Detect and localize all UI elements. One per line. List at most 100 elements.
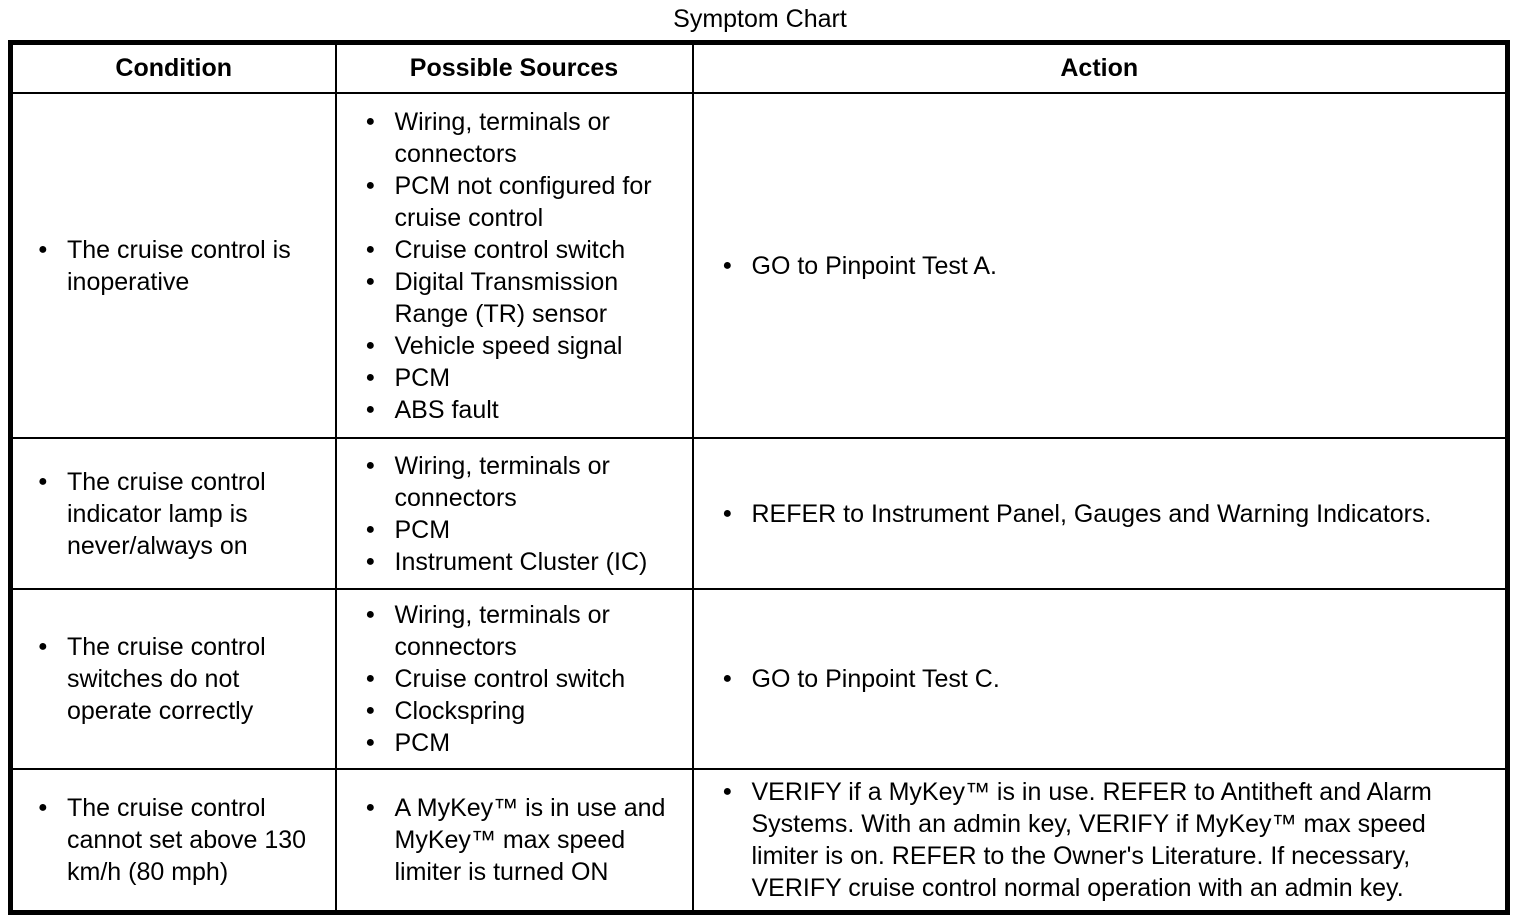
bullet-item-text: Wiring, terminals or connectors — [394, 451, 610, 512]
bullet-list: ● A MyKey™ is in use and MyKey™ max speed… — [365, 792, 679, 888]
bullet-item: ●Cruise control switch — [365, 663, 679, 695]
bullet-icon: ● — [38, 240, 48, 258]
bullet-item: ● REFER to Instrument Panel, Gauges and W… — [722, 498, 1458, 530]
condition-cell: ● The cruise control indicator lamp is ne… — [9, 437, 337, 590]
bullet-item: ● A MyKey™ is in use and MyKey™ max speed… — [365, 792, 679, 888]
condition-cell: ● The cruise control switches do not oper… — [9, 588, 337, 770]
bullet-item-text: The cruise control indicator lamp is nev… — [67, 467, 266, 560]
bullet-icon: ● — [38, 638, 48, 655]
bullet-item-text: Cruise control switch — [394, 665, 626, 693]
column-header-condition: Condition — [9, 41, 337, 94]
bullet-list: ● GO to Pinpoint Test A. — [722, 250, 1458, 282]
possible-sources-cell: ● Wiring, terminals or connectors ● PCM ● Ins… — [334, 437, 694, 590]
bullet-item-text: GO to Pinpoint Test C. — [751, 665, 1000, 693]
bullet-icon: ● — [722, 670, 733, 687]
bullet-list: ● REFER to Instrument Panel, Gauges and W… — [722, 498, 1458, 530]
bullet-list: ● The cruise control indicator lamp is ne… — [37, 466, 313, 562]
bullet-list: ● The cruise control is inoperative — [37, 234, 313, 298]
bullet-icon: ● — [365, 112, 376, 130]
bullet-item-text: Vehicle speed signal — [394, 331, 623, 360]
bullet-item: ● PCM — [365, 514, 679, 546]
action-cell: ● GO to Pinpoint Test A. — [691, 92, 1509, 439]
bullet-item: ● VERIFY if a MyKey™ is in use. REFER to … — [722, 776, 1458, 904]
column-header-action: Action — [691, 41, 1509, 94]
bullet-item: ● Cruise control switch — [365, 234, 679, 266]
bullet-item-text: ABS fault — [394, 395, 499, 424]
action-cell: ● GO to Pinpoint Test C. — [691, 588, 1509, 770]
possible-sources-cell: ●Wiring, terminals or connectors●Cruise … — [334, 588, 694, 770]
bullet-list: ● The cruise control switches do not oper… — [37, 631, 313, 727]
bullet-icon: ● — [365, 456, 376, 474]
bullet-item-text: PCM not configured for cruise control — [394, 171, 652, 232]
bullet-item: ● Wiring, terminals or connectors — [365, 450, 679, 514]
table-header-row: Condition Possible Sources Action — [9, 41, 1509, 94]
bullet-icon: ● — [38, 799, 48, 816]
bullet-item: ● Wiring, terminals or connectors — [365, 106, 679, 170]
bullet-item-text: The cruise control is inoperative — [67, 235, 291, 296]
bullet-item: ● PCM — [365, 362, 679, 394]
bullet-item: ● Wiring, terminals or connectors — [365, 599, 679, 663]
page-title: Symptom Chart — [673, 5, 847, 33]
possible-sources-cell: ● A MyKey™ is in use and MyKey™ max speed… — [334, 768, 694, 914]
bullet-icon: ● — [365, 606, 376, 623]
bullet-item-text: Wiring, terminals or connectors — [394, 107, 610, 168]
bullet-icon: ● — [365, 702, 376, 719]
table-row: ● The cruise control indicator lamp is ne… — [9, 437, 1509, 590]
bullet-item: ● The cruise control switches do not oper… — [37, 631, 313, 727]
bullet-icon: ● — [365, 400, 376, 418]
bullet-item: ● Vehicle speed signal — [365, 330, 679, 362]
bullet-item: ● GO to Pinpoint Test A. — [722, 250, 1458, 282]
bullet-icon: ● — [365, 176, 376, 194]
bullet-list: ● Wiring, terminals or connectors ● PCM ● Ins… — [365, 450, 679, 578]
table-row: ● The cruise control is inoperative ● Wirin… — [9, 92, 1509, 439]
column-header-possible-sources: Possible Sources — [334, 41, 694, 94]
bullet-item-text: PCM — [394, 515, 451, 544]
bullet-item: ● PCM not configured for cruise control — [365, 170, 679, 234]
bullet-item-text: GO to Pinpoint Test A. — [751, 251, 998, 280]
bullet-item-text: A MyKey™ is in use and MyKey™ max speed … — [394, 794, 666, 886]
bullet-item-text: Cruise control switch — [394, 235, 626, 264]
bullet-icon: ● — [365, 799, 376, 816]
bullet-icon: ● — [38, 472, 48, 490]
bullet-item: ● The cruise control cannot set above 130… — [37, 792, 313, 888]
bullet-item-text: PCM — [394, 729, 451, 757]
bullet-icon: ● — [365, 240, 376, 258]
bullet-item: ● PCM — [365, 727, 679, 759]
bullet-item-text: The cruise control cannot set above 130 … — [67, 794, 307, 886]
bullet-icon: ● — [365, 368, 376, 386]
bullet-item: ● Instrument Cluster (IC) — [365, 546, 679, 578]
bullet-icon: ● — [722, 256, 733, 274]
possible-sources-cell: ● Wiring, terminals or connectors ● PCM not… — [334, 92, 694, 439]
bullet-icon: ● — [722, 504, 733, 522]
bullet-icon: ● — [365, 520, 376, 538]
bullet-item: ● ABS fault — [365, 394, 679, 426]
action-cell: ● VERIFY if a MyKey™ is in use. REFER to … — [691, 768, 1509, 914]
table-body: ● The cruise control is inoperative ● Wirin… — [9, 92, 1509, 914]
bullet-item-text: Instrument Cluster (IC) — [394, 547, 648, 576]
bullet-list: ●Wiring, terminals or connectors●Cruise … — [365, 599, 679, 759]
condition-cell: ● The cruise control is inoperative — [9, 92, 337, 439]
bullet-icon: ● — [365, 734, 376, 751]
bullet-item-text: REFER to Instrument Panel, Gauges and Wa… — [751, 499, 1432, 528]
action-cell: ● REFER to Instrument Panel, Gauges and W… — [691, 437, 1509, 590]
bullet-item-text: PCM — [394, 363, 451, 392]
bullet-icon: ● — [365, 336, 376, 354]
bullet-icon: ● — [365, 272, 376, 290]
bullet-item: ● The cruise control indicator lamp is ne… — [37, 466, 313, 562]
bullet-item: ● The cruise control is inoperative — [37, 234, 313, 298]
condition-cell: ● The cruise control cannot set above 130… — [9, 768, 337, 914]
symptom-chart-table: Condition Possible Sources Action ● The c… — [8, 40, 1510, 915]
bullet-list: ● Wiring, terminals or connectors ● PCM not… — [365, 106, 679, 426]
bullet-item: ● Clockspring — [365, 695, 679, 727]
table-row: ● The cruise control switches do not oper… — [9, 588, 1509, 770]
bullet-item-text: Digital Transmission Range (TR) sensor — [394, 267, 619, 328]
bullet-item-text: VERIFY if a MyKey™ is in use. REFER to A… — [751, 778, 1432, 902]
bullet-item-text: Clockspring — [394, 697, 526, 725]
bullet-icon: ● — [365, 552, 376, 570]
bullet-list: ● GO to Pinpoint Test C. — [722, 663, 1458, 695]
bullet-item-text: Wiring, terminals or connectors — [394, 601, 610, 661]
bullet-item: ● Digital Transmission Range (TR) sensor — [365, 266, 679, 330]
bullet-icon: ● — [722, 783, 733, 800]
bullet-item-text: The cruise control switches do not opera… — [67, 633, 266, 725]
